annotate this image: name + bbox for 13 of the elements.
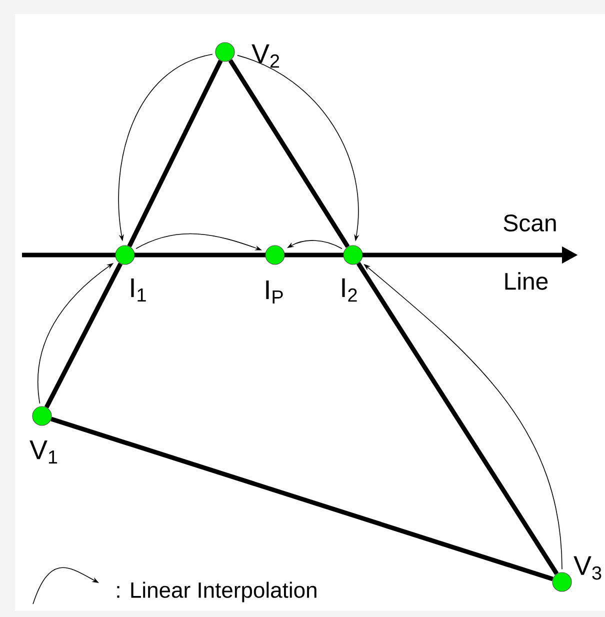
point-label: I$_{2}$ xyxy=(342,278,357,302)
point-label: I$_{P}$ xyxy=(266,280,283,304)
point-label: V$_{1}$ xyxy=(30,440,58,464)
edge-line xyxy=(50,416,554,582)
edge-line xyxy=(44,262,123,408)
point-label: V$_{3}$ xyxy=(574,556,602,580)
point-label: I$_{1}$ xyxy=(131,278,146,302)
scan-line-label: Line xyxy=(505,272,548,290)
point-label: V$_{2}$ xyxy=(252,44,280,68)
edge-line xyxy=(127,60,223,248)
legend-text: : Linear Interpolation xyxy=(117,582,316,602)
scan-line-label: Scan xyxy=(504,214,556,232)
edge-line xyxy=(228,59,350,248)
